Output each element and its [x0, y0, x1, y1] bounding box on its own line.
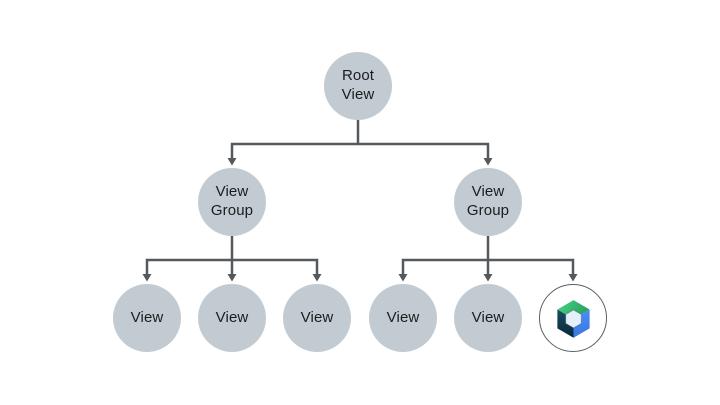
node-root-view: Root View [324, 52, 392, 120]
node-view-group-right-label: View Group [466, 183, 510, 219]
node-root-view-label: Root View [341, 67, 375, 103]
node-view-3-label: View [300, 308, 334, 326]
node-compose [539, 284, 607, 352]
node-view-4: View [369, 284, 437, 352]
jetpack-compose-icon [556, 299, 590, 338]
arrowheads [142, 158, 578, 282]
node-view-group-right: View Group [454, 168, 522, 236]
node-view-1: View [113, 284, 181, 352]
node-view-5-label: View [471, 308, 505, 326]
connector-level1-bracket [230, 142, 490, 159]
node-view-group-left-label: View Group [210, 183, 254, 219]
node-view-2: View [198, 284, 266, 352]
node-view-3: View [283, 284, 351, 352]
node-view-5: View [454, 284, 522, 352]
node-view-group-left: View Group [198, 168, 266, 236]
node-view-1-label: View [130, 308, 164, 326]
node-view-2-label: View [215, 308, 249, 326]
node-view-4-label: View [386, 308, 420, 326]
